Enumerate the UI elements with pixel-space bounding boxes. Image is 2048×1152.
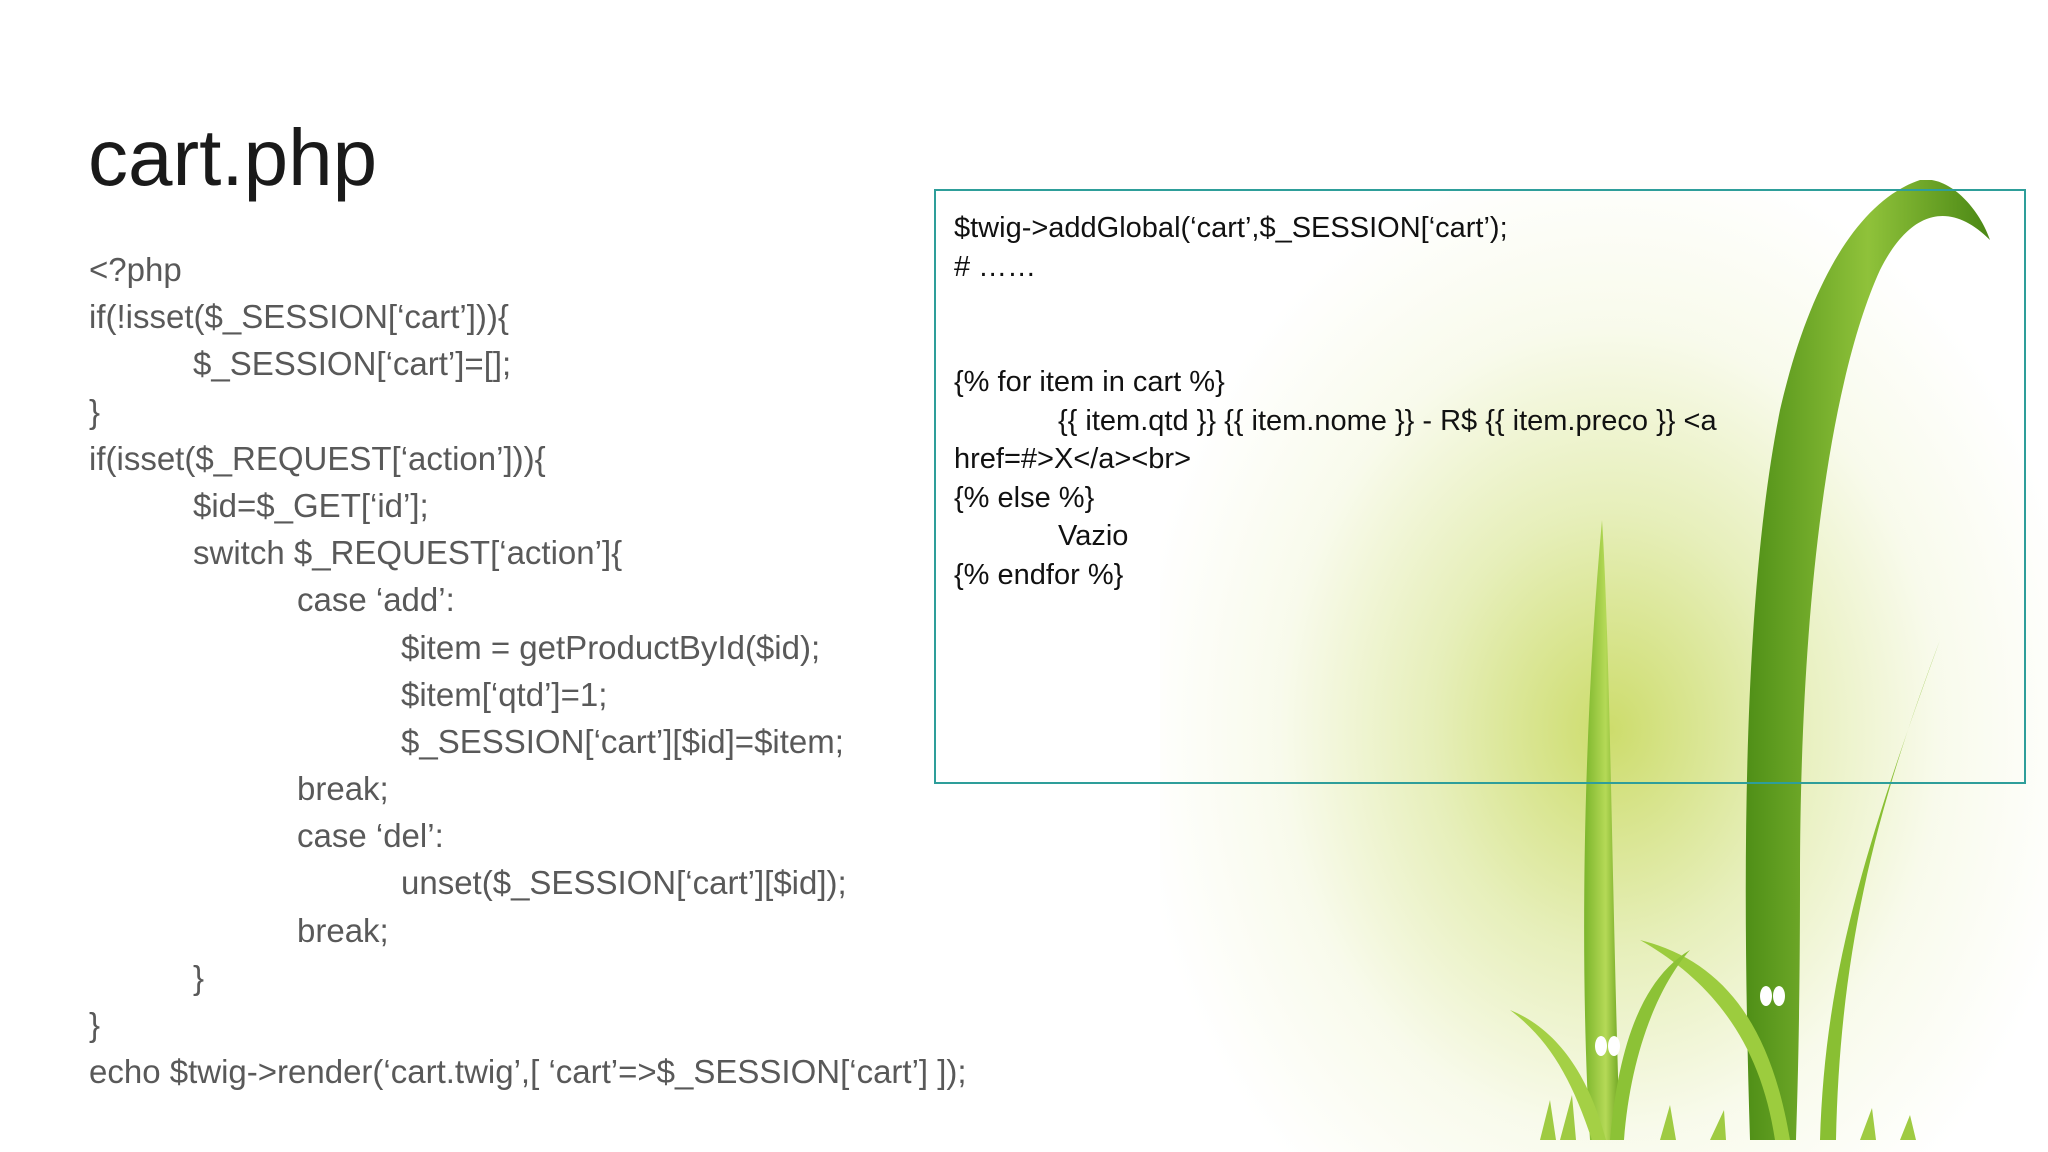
code-line: break; (297, 911, 389, 949)
code-line: if(!isset($_SESSION[‘cart’])){ (89, 298, 509, 336)
code-line: case ‘add’: (297, 581, 455, 619)
code-line: {% for item in cart %} (954, 366, 1225, 398)
code-line: $id=$_GET[‘id’]; (193, 486, 429, 524)
code-line: $item[‘qtd’]=1; (401, 675, 608, 713)
code-line: {% else %} (954, 481, 1095, 514)
code-line: {% endfor %} (954, 558, 1124, 591)
code-line (954, 325, 1717, 364)
code-line: $twig->addGlobal(‘cart’,$_SESSION[‘cart’… (954, 212, 1508, 244)
code-line: href=#>X</a><br> (954, 443, 1192, 475)
code-line: Vazio (1058, 520, 1129, 552)
code-line: if(isset($_REQUEST[‘action’])){ (89, 439, 546, 477)
code-line: echo $twig->render(‘cart.twig’,[ ‘cart’=… (89, 1053, 967, 1091)
code-line: case ‘del’: (297, 817, 444, 855)
twig-code-block: $twig->addGlobal(‘cart’,$_SESSION[‘cart’… (954, 209, 1717, 594)
code-line: {{ item.qtd }} {{ item.nome }} - R$ {{ i… (1058, 404, 1717, 437)
php-code-block: <?php if(!isset($_SESSION[‘cart’])){ $_SES… (89, 246, 967, 1095)
page-title: cart.php (88, 113, 378, 202)
code-line: $item = getProductById($id); (401, 628, 821, 666)
code-line: $_SESSION[‘cart’][$id]=$item; (401, 722, 844, 760)
code-line: } (193, 958, 205, 996)
grass-sprouts-illustration (1510, 180, 1990, 1140)
code-line: unset($_SESSION[‘cart’][$id]); (401, 864, 847, 902)
code-line (954, 286, 1717, 325)
code-line: } (89, 392, 101, 430)
code-line: $_SESSION[‘cart’]=[]; (193, 345, 512, 383)
code-line: # …… (954, 250, 1037, 283)
code-line: switch $_REQUEST[‘action’]{ (193, 534, 623, 572)
code-line: } (89, 1006, 101, 1043)
code-line: <?php (89, 251, 182, 288)
code-line: break; (297, 770, 389, 808)
twig-code-box (934, 189, 2026, 784)
